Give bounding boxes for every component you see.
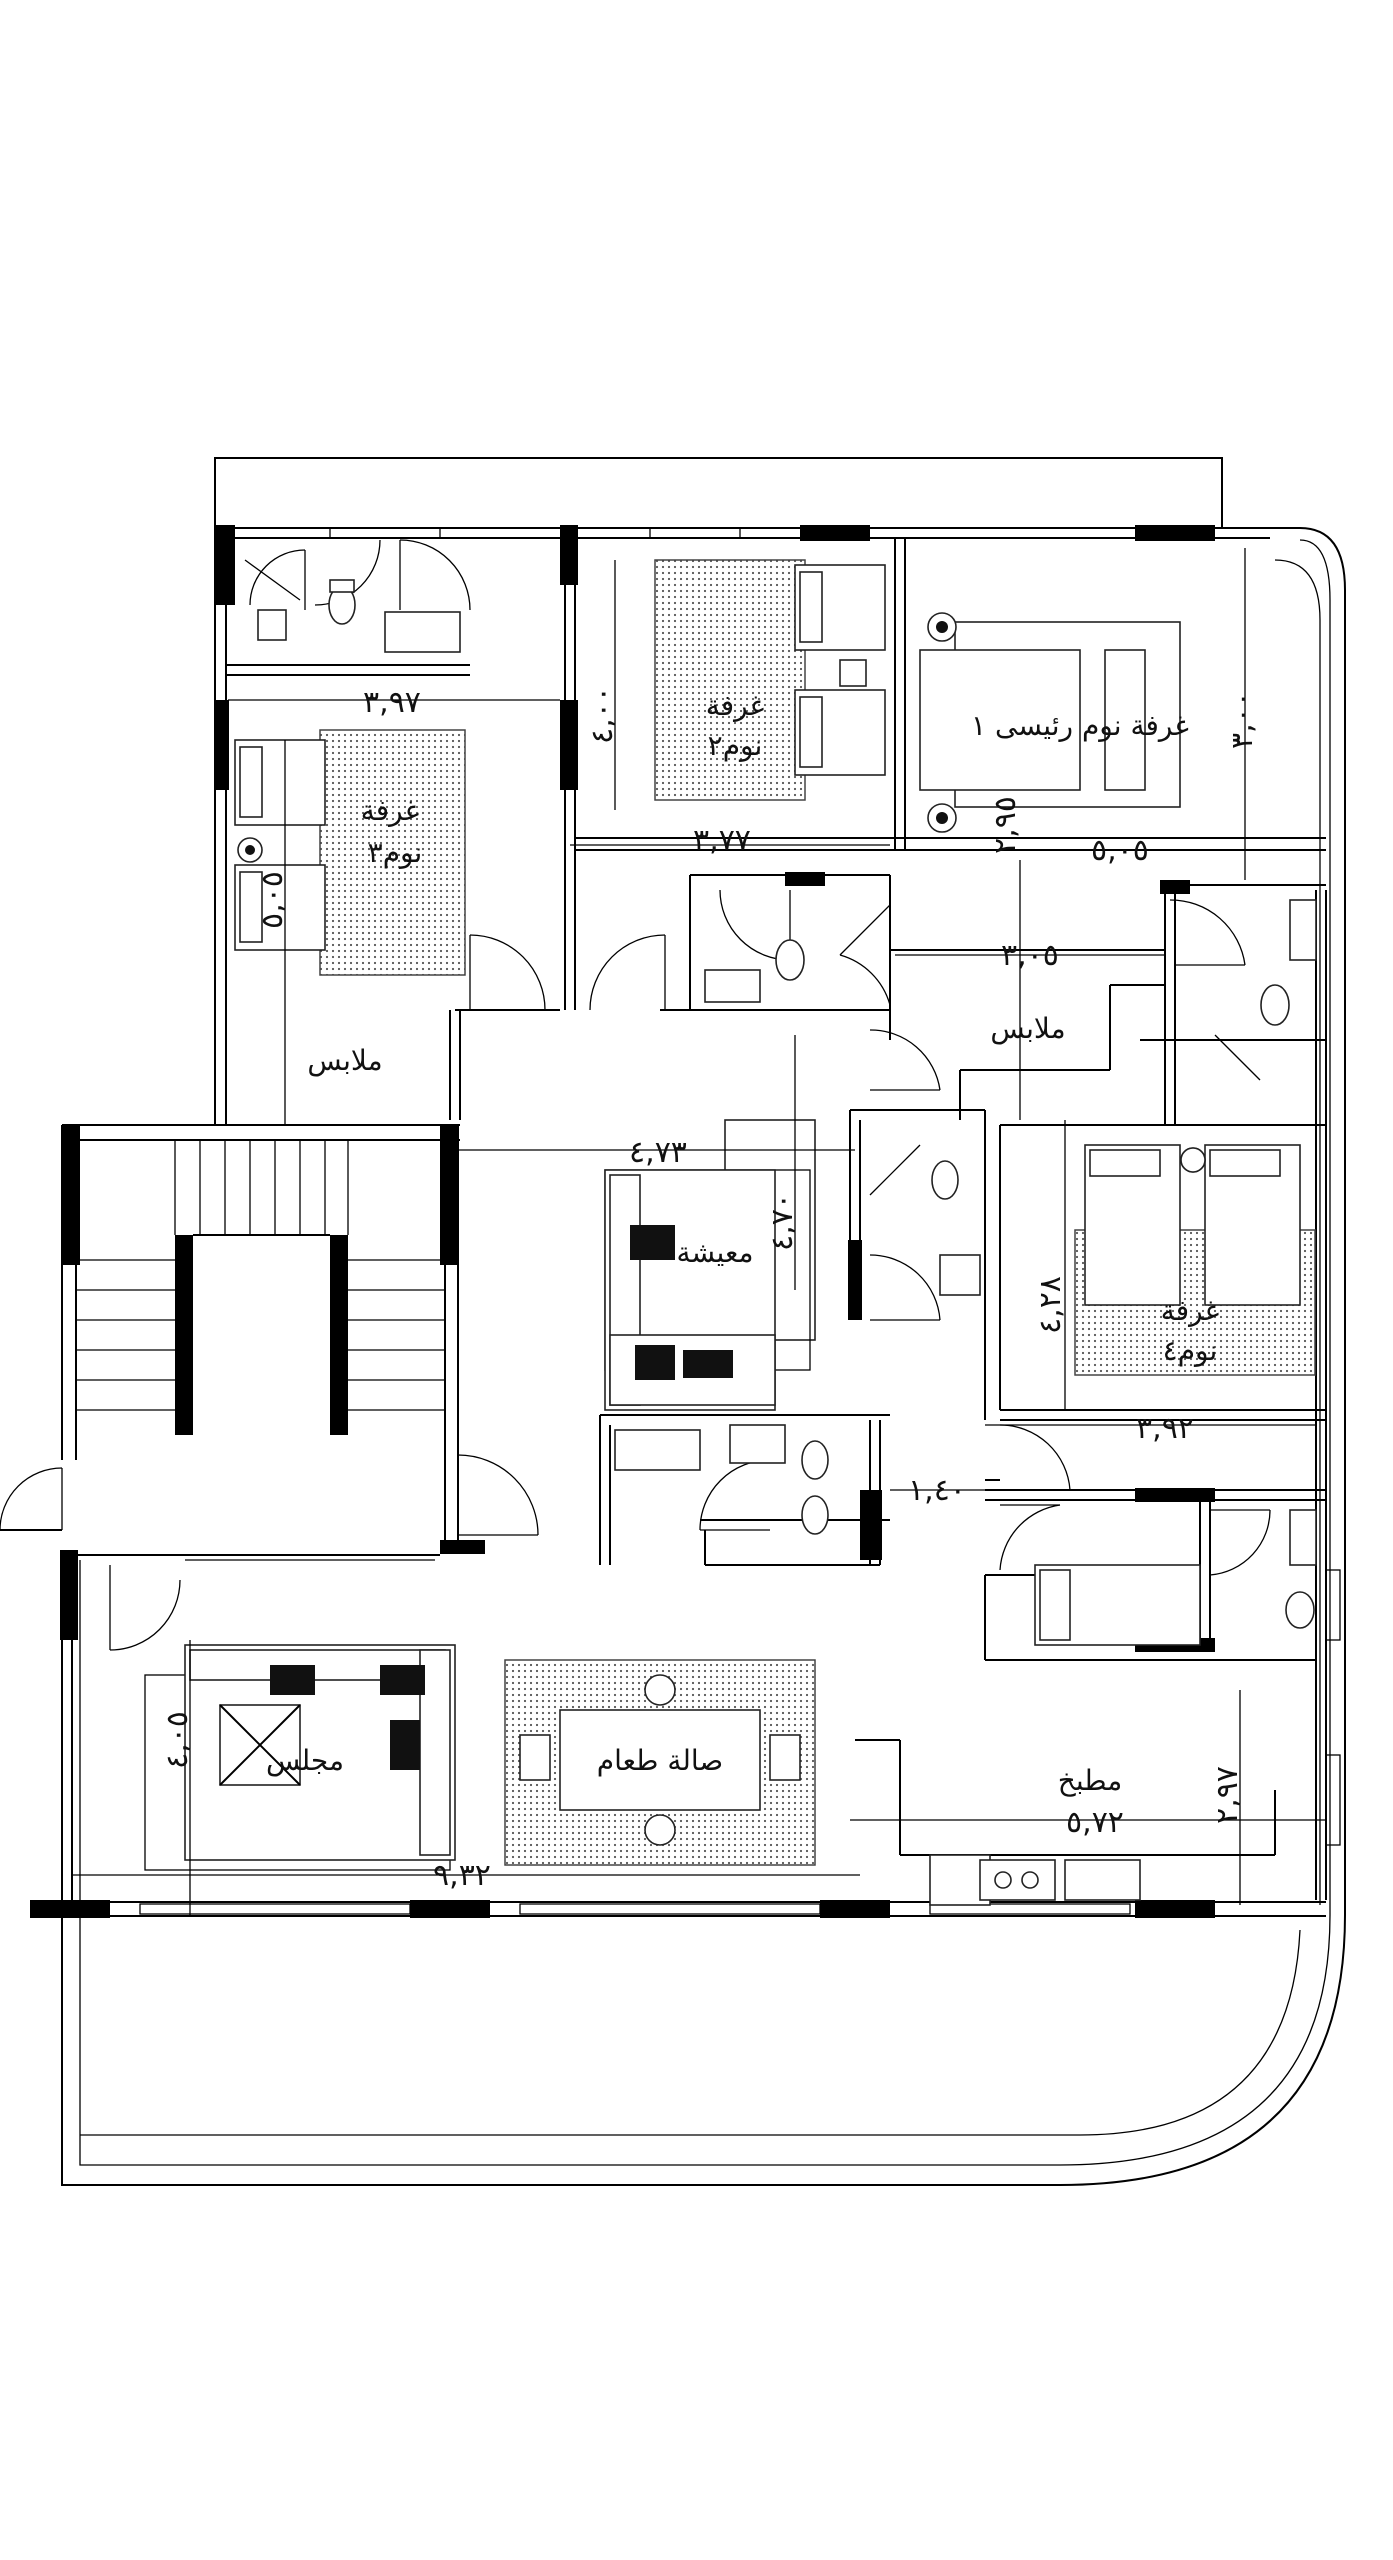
dim-392: ٣,٩٢	[1136, 1411, 1194, 1446]
dim-405: ٤,٠٥	[160, 1711, 195, 1769]
dim-140: ١,٤٠	[908, 1473, 966, 1508]
bedroom-furniture	[234, 559, 1316, 1646]
bathroom-fixtures	[257, 579, 1317, 1629]
dim-305: ٣,٠٥	[1001, 938, 1059, 973]
room-label-majlis: مجلس	[266, 1744, 344, 1777]
dimension-labels: ٣,٩٧ ٤,٠٠ ٣,٧٧ ٥,٠٥ ٣,٠٠ ٢,٩٥ ٣,٠٥ ٥,٠٥ …	[160, 685, 1260, 1893]
room-label-bedroom3-line2: نوم٣	[368, 836, 423, 869]
room-label-bedroom1: غرفة نوم رئيسى ١	[971, 709, 1189, 742]
room-label-living: معيشة	[677, 1236, 754, 1269]
kitchen-fixtures	[929, 1854, 1141, 1906]
dim-377: ٣,٧٧	[693, 823, 751, 858]
dim-295: ٢,٩٥	[988, 796, 1023, 854]
room-label-bedroom4-line1: غرفة	[1161, 1294, 1220, 1327]
dim-505: ٥,٠٥	[1091, 833, 1149, 868]
living-furniture	[604, 1119, 816, 1411]
dining-furniture	[504, 1659, 816, 1866]
dim-473: ٤,٧٣	[629, 1135, 687, 1170]
room-label-wardrobe-left: ملابس	[307, 1044, 382, 1077]
dim-400: ٤,٠٠	[585, 686, 620, 744]
interior-walls	[226, 538, 1326, 1856]
room-labels: غرفة نوم رئيسى ١ غرفة نوم٢ غرفة نوم٣ غرف…	[266, 689, 1219, 1797]
room-label-bedroom2-line1: غرفة	[706, 689, 765, 722]
room-label-wardrobe-right: ملابس	[990, 1012, 1065, 1045]
room-label-bedroom3-line1: غرفة	[361, 794, 420, 827]
dim-300: ٣,٠٠	[1225, 691, 1260, 749]
dim-572: ٥,٧٢	[1066, 1805, 1124, 1840]
room-label-kitchen: مطبخ	[1058, 1764, 1123, 1797]
dim-932: ٩,٣٢	[433, 1858, 491, 1893]
stair-core	[0, 1124, 539, 1651]
dim-470: ٤,٧٠	[765, 1193, 800, 1251]
windows	[139, 527, 1341, 1915]
room-label-bedroom2-line2: نوم٢	[708, 729, 763, 762]
dim-505-vertical: ٥,٠٥	[255, 871, 290, 929]
dim-397: ٣,٩٧	[363, 685, 421, 720]
majlis-furniture	[144, 1644, 456, 1871]
room-label-bedroom4-line2: نوم٤	[1163, 1334, 1218, 1367]
dimension-lines	[72, 548, 1326, 1915]
room-label-dining: صالة طعام	[597, 1744, 723, 1777]
dim-297: ٢,٩٧	[1210, 1766, 1245, 1824]
dim-428: ٤,٢٨	[1033, 1276, 1068, 1334]
